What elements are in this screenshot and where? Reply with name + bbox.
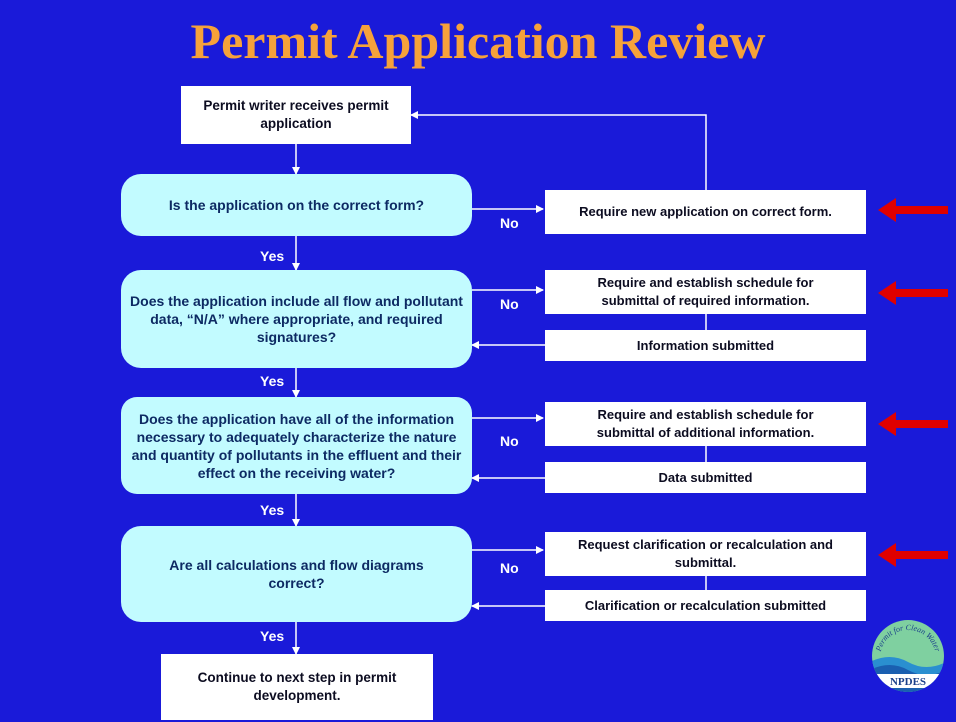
clarification-submitted-box: Clarification or recalculation submitted	[545, 590, 866, 621]
require-new-application-box: Require new application on correct form.	[545, 190, 866, 234]
information-submitted-box: Information submitted	[545, 330, 866, 361]
decision-flow-pollutant-data: Does the application include all flow an…	[121, 270, 472, 368]
request-clarification-box: Request clarification or recalculation a…	[545, 532, 866, 576]
require-additional-info-box: Require and establish schedule for submi…	[545, 402, 866, 446]
end-box: Continue to next step in permit developm…	[161, 654, 433, 720]
npdes-logo: Permit for Clean Water NPDES	[872, 620, 944, 692]
red-arrow-icon	[878, 198, 948, 222]
slide-title: Permit Application Review	[190, 13, 766, 69]
data-submitted-box: Data submitted	[545, 462, 866, 493]
no-label-3: No	[500, 433, 519, 449]
start-box: Permit writer receives permit applicatio…	[181, 86, 411, 144]
no-label-2: No	[500, 296, 519, 312]
decision-correct-form: Is the application on the correct form?	[121, 174, 472, 236]
red-arrow-icon	[878, 412, 948, 436]
no-label-4: No	[500, 560, 519, 576]
no-label-1: No	[500, 215, 519, 231]
red-arrow-icon	[878, 281, 948, 305]
require-required-info-box: Require and establish schedule for submi…	[545, 270, 866, 314]
yes-label-1: Yes	[260, 248, 285, 264]
decision-calculations: Are all calculations and flow diagrams c…	[121, 526, 472, 622]
yes-label-4: Yes	[260, 628, 285, 644]
yes-label-2: Yes	[260, 373, 285, 389]
yes-label-3: Yes	[260, 502, 285, 518]
decision-characterize-pollutants: Does the application have all of the inf…	[121, 397, 472, 494]
red-arrow-icon	[878, 543, 948, 567]
logo-name: NPDES	[890, 676, 926, 688]
